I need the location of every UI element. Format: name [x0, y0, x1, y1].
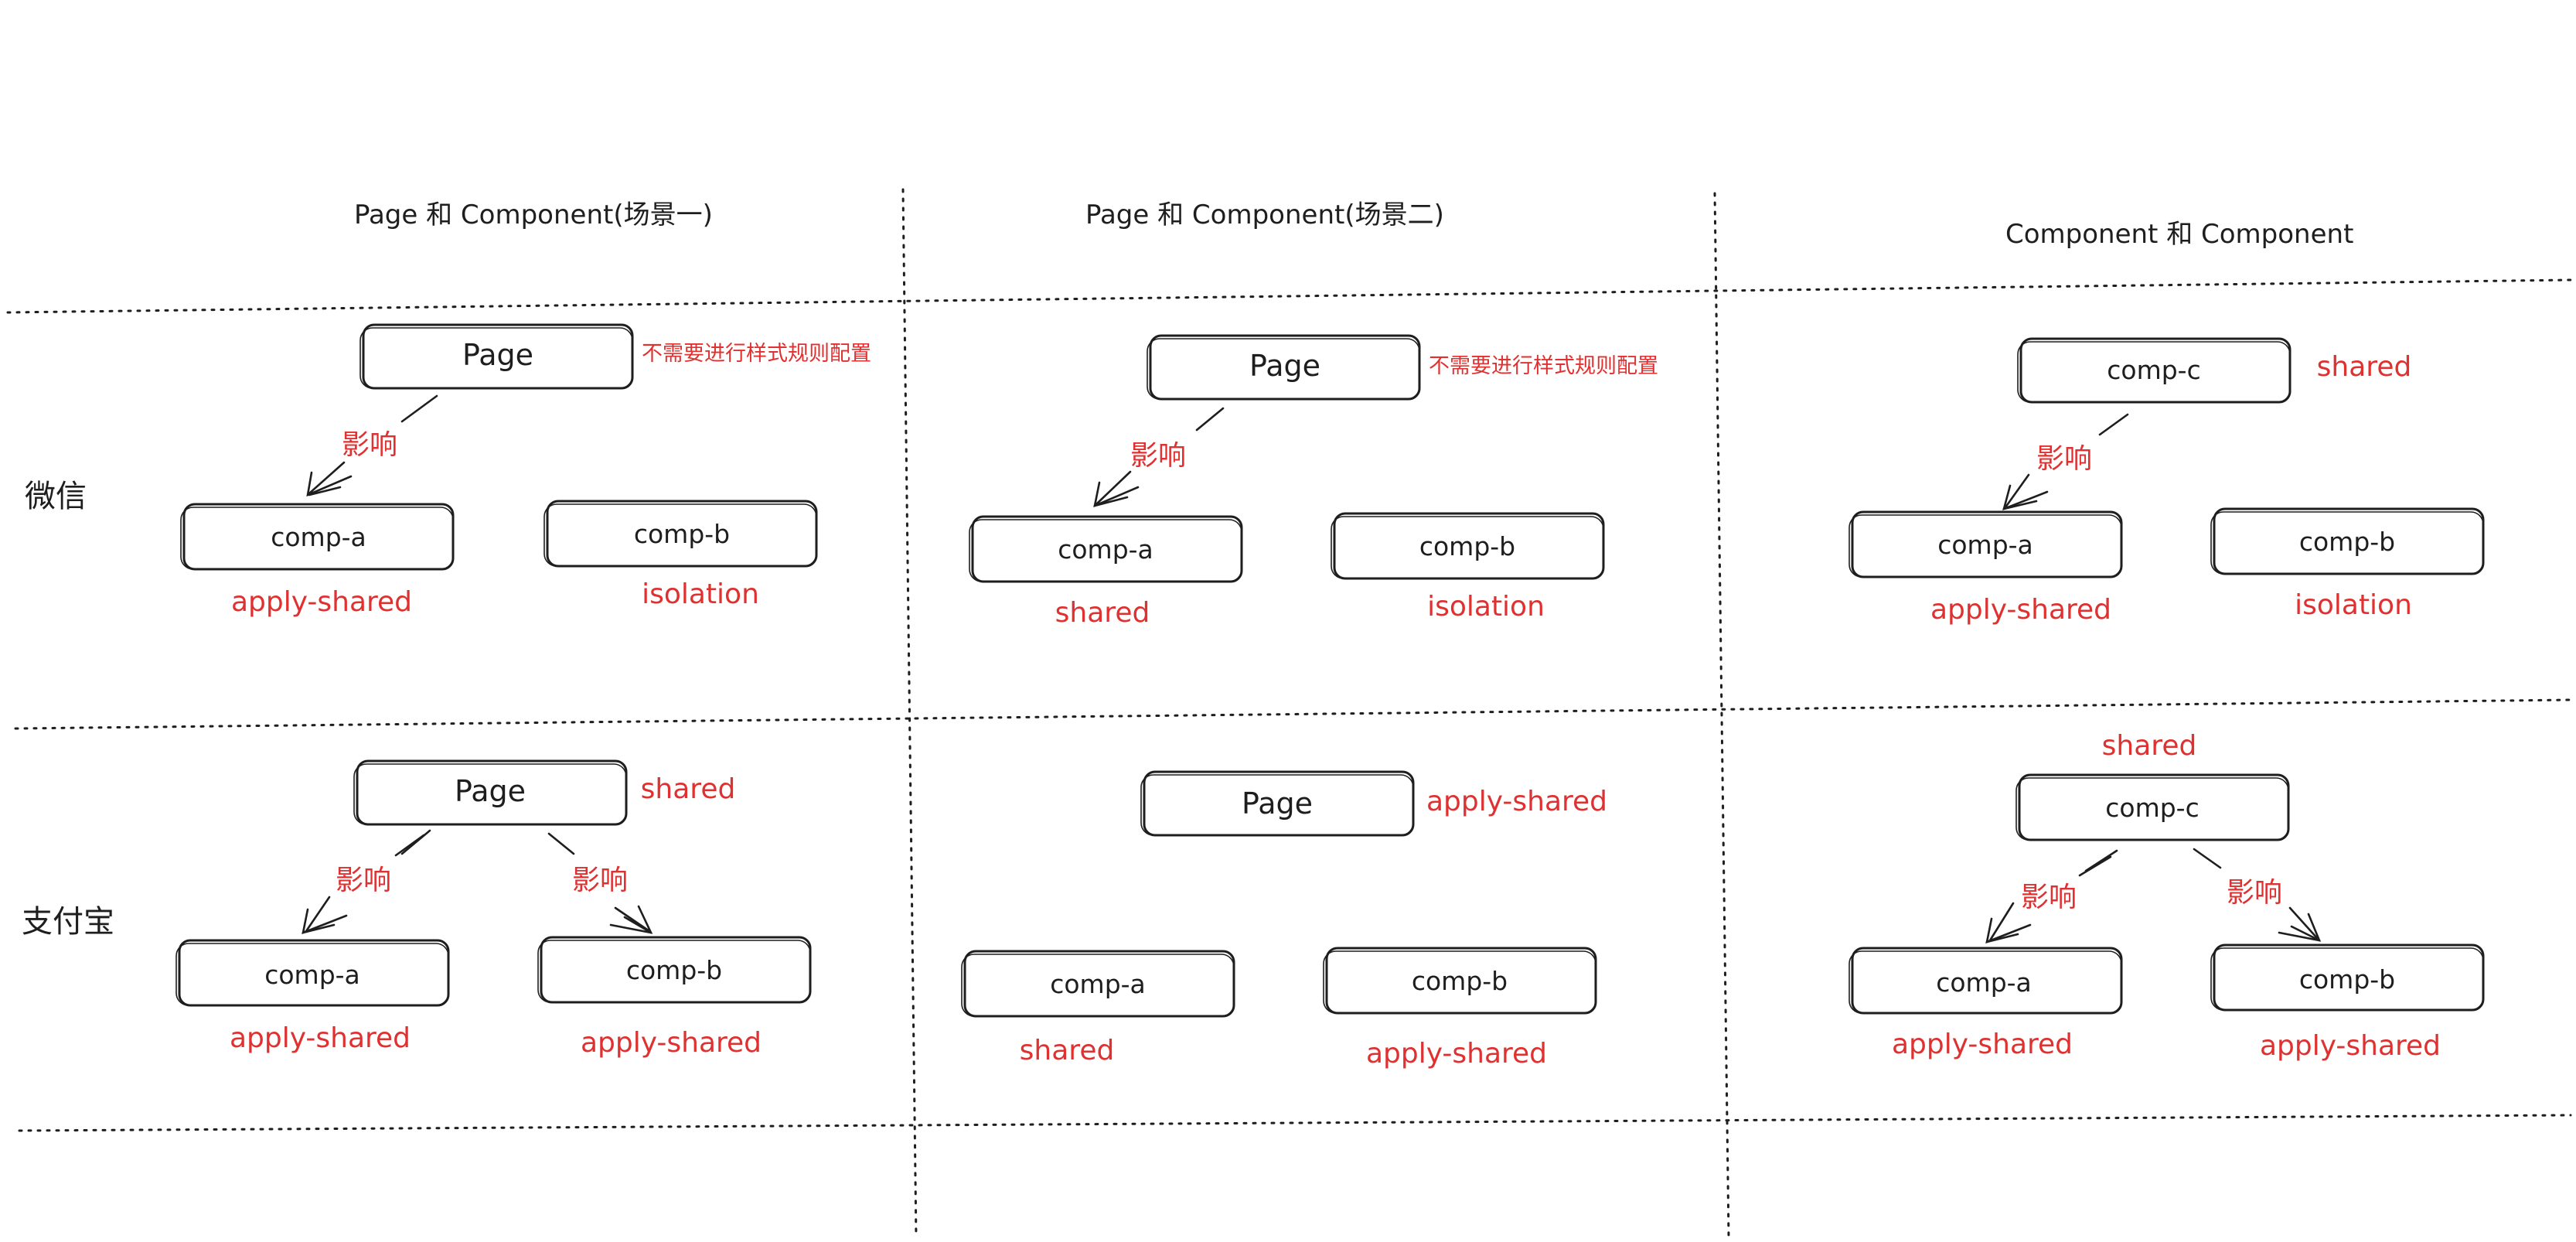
comp-b-label: comp-b — [626, 955, 722, 985]
divider-bottom — [18, 1114, 2572, 1132]
arrow-page-to-comp-a — [302, 829, 431, 935]
page-node: Page — [353, 759, 628, 826]
page-node-label: Page — [1249, 349, 1320, 383]
comp-b-label: comp-b — [2299, 964, 2395, 995]
comp-b-strategy: apply-shared — [2260, 1030, 2441, 1062]
edge-label: 影响 — [336, 865, 391, 896]
column-title-3: Component 和 Component — [2005, 219, 2353, 250]
comp-b-node: comp-b — [1323, 947, 1597, 1015]
cell-wechat-scene-1: Page 不需要进行样式规则配置 影响 comp-a apply-shared … — [180, 323, 871, 618]
comp-a-node: comp-a — [180, 503, 455, 571]
column-title-1: Page 和 Component(场景一) — [354, 200, 713, 230]
arrow-page-to-comp-b — [547, 832, 653, 934]
comp-a-strategy: apply-shared — [230, 1022, 411, 1054]
page-node-label: Page — [462, 338, 533, 372]
row-label-wechat: 微信 — [25, 479, 87, 514]
no-config-note: 不需要进行样式规则配置 — [642, 342, 871, 366]
comp-c-strategy: shared — [2102, 730, 2197, 762]
grid-dividers — [6, 188, 2572, 1239]
comp-a-label: comp-a — [1937, 530, 2033, 560]
comp-a-node: comp-a — [961, 950, 1235, 1018]
comp-c-strategy: shared — [2317, 351, 2412, 383]
column-title-2: Page 和 Component(场景二) — [1085, 200, 1444, 230]
edge-label: 影响 — [2021, 882, 2077, 913]
comp-b-strategy: apply-shared — [1366, 1038, 1547, 1070]
comp-a-label: comp-a — [271, 522, 366, 552]
arrow-comp-c-to-comp-a — [1985, 849, 2118, 944]
divider-header — [6, 278, 2572, 314]
comp-b-label: comp-b — [2299, 527, 2395, 557]
comp-a-node: comp-a — [969, 515, 1243, 583]
comp-b-label: comp-b — [1412, 966, 1508, 996]
arrow-comp-c-to-comp-a — [2002, 413, 2129, 511]
edge-label: 影响 — [342, 429, 397, 461]
comp-a-strategy: apply-shared — [1930, 594, 2111, 626]
comp-b-node: comp-b — [1331, 512, 1605, 580]
cell-wechat-comp-comp: comp-c shared 影响 comp-a apply-shared com… — [1849, 337, 2485, 626]
comp-a-label: comp-a — [1058, 534, 1153, 565]
arrow-page-to-comp-a — [306, 394, 438, 497]
cell-alipay-scene-2: Page apply-shared comp-a shared comp-b a… — [961, 770, 1607, 1070]
edge-label: 影响 — [572, 865, 628, 896]
column-titles: Page 和 Component(场景一) Page 和 Component(场… — [354, 200, 2353, 250]
comp-a-strategy: shared — [1055, 597, 1150, 629]
comp-a-node: comp-a — [175, 939, 450, 1007]
cell-alipay-scene-1: Page shared 影响 影响 comp-a apply-shared co… — [175, 759, 812, 1059]
comp-b-node: comp-b — [2210, 507, 2485, 575]
divider-col-1 — [901, 188, 918, 1239]
page-strategy: shared — [641, 773, 736, 805]
comp-b-strategy: isolation — [1427, 591, 1545, 623]
edge-label: 影响 — [2036, 443, 2092, 475]
comp-b-node: comp-b — [2210, 943, 2485, 1012]
comp-c-node: comp-c — [2015, 773, 2290, 841]
page-node: Page — [359, 323, 634, 390]
comp-a-node: comp-a — [1849, 510, 2123, 578]
cell-wechat-scene-2: Page 不需要进行样式规则配置 影响 comp-a shared comp-b… — [969, 334, 1658, 629]
no-config-note: 不需要进行样式规则配置 — [1429, 354, 1658, 378]
comp-a-node: comp-a — [1849, 947, 2123, 1015]
comp-b-node: comp-b — [543, 500, 818, 568]
comp-a-strategy: shared — [1020, 1035, 1115, 1066]
page-node: Page — [1140, 770, 1415, 837]
row-label-alipay: 支付宝 — [22, 904, 114, 940]
arrow-page-to-comp-a — [1093, 407, 1225, 508]
comp-a-label: comp-a — [264, 960, 360, 990]
page-node: Page — [1147, 334, 1421, 401]
comp-b-label: comp-b — [1419, 531, 1515, 561]
comp-a-label: comp-a — [1936, 967, 2032, 998]
row-labels: 微信 支付宝 — [22, 479, 114, 940]
page-node-label: Page — [455, 774, 526, 808]
page-strategy: apply-shared — [1426, 786, 1607, 817]
divider-col-2 — [1713, 192, 1730, 1239]
cell-alipay-comp-comp: shared comp-c 影响 影响 comp-a apply-shared — [1849, 730, 2485, 1062]
divider-row — [14, 698, 2572, 730]
comp-a-strategy: apply-shared — [1892, 1029, 2073, 1060]
comp-c-label: comp-c — [2107, 355, 2200, 385]
comp-c-label: comp-c — [2105, 793, 2199, 823]
comp-a-label: comp-a — [1050, 969, 1146, 999]
comp-b-strategy: isolation — [2295, 589, 2412, 621]
comp-b-strategy: apply-shared — [581, 1027, 762, 1059]
edge-label: 影响 — [1130, 440, 1186, 472]
comp-a-strategy: apply-shared — [231, 586, 412, 618]
comp-c-node: comp-c — [2017, 337, 2291, 404]
arrow-comp-c-to-comp-b — [2193, 848, 2322, 942]
edge-label: 影响 — [2227, 877, 2282, 909]
page-node-label: Page — [1242, 786, 1313, 821]
comp-b-label: comp-b — [634, 519, 730, 549]
comp-b-node: comp-b — [537, 936, 812, 1004]
comp-b-strategy: isolation — [642, 578, 759, 610]
